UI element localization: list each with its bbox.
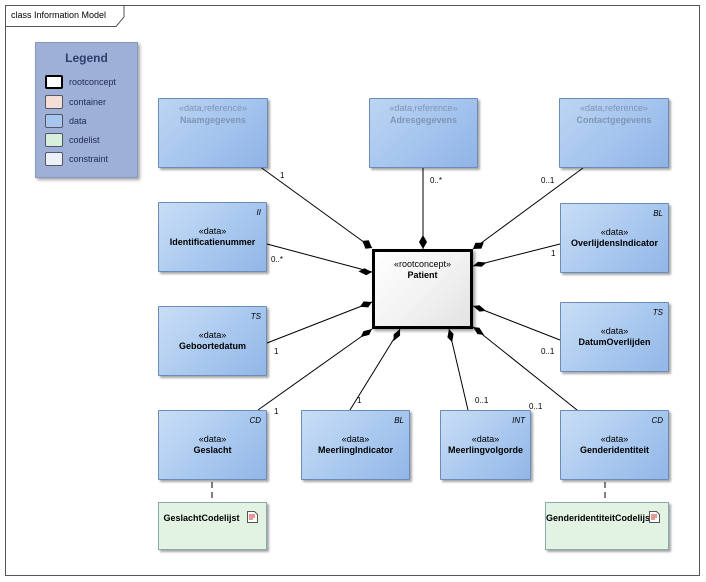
frame-title: class Information Model — [11, 10, 107, 20]
multiplicity-identificatienummer: 0..* — [271, 255, 284, 264]
class-adresgegevens[interactable]: «data,reference» Adresgegevens — [369, 98, 478, 168]
class-name: MeerlingIndicator — [317, 445, 393, 455]
class-geslacht[interactable]: CD «data» Geslacht — [158, 410, 267, 480]
legend-label-data: data — [69, 116, 87, 126]
connector-contactgegevens — [472, 167, 584, 250]
multiplicity-geboortedatum: 1 — [274, 347, 279, 356]
multiplicity-genderidentiteit: 0..1 — [529, 402, 543, 411]
class-geboortedatum[interactable]: TS «data» Geboortedatum — [158, 306, 267, 376]
legend-label-codelist: codelist — [69, 135, 100, 145]
stereotype-label: «data,reference» — [389, 103, 458, 113]
datatype-label: CD — [651, 416, 663, 425]
diamond-meerlingvolgorde — [447, 329, 454, 343]
multiplicity-adresgegevens: 0..* — [430, 176, 443, 185]
legend-swatch-rootconcept — [45, 75, 63, 89]
connector-naamgegevens — [258, 165, 373, 249]
legend-swatch-data — [45, 114, 63, 128]
class-name: Adresgegevens — [389, 115, 458, 125]
datatype-label: TS — [250, 312, 261, 321]
class-overlijdensindicator[interactable]: BL «data» OverlijdensIndicator — [560, 203, 669, 273]
datatype-label: II — [256, 208, 261, 217]
diamond-geboortedatum — [359, 301, 372, 308]
multiplicity-meerlingvolgorde: 0..1 — [475, 396, 489, 405]
multiplicity-datumoverlijden: 0..1 — [541, 347, 555, 356]
multiplicity-overlijdensindicator: 1 — [551, 249, 556, 258]
document-icon — [649, 511, 660, 523]
class-name: Contactgegevens — [576, 115, 652, 125]
class-name: Genderidentiteit — [579, 445, 649, 455]
connector-geslacht — [257, 328, 373, 411]
diamond-adresgegevens — [419, 235, 427, 249]
class-name: Meerlingvolgorde — [447, 445, 523, 455]
multiplicity-contactgegevens: 0..1 — [541, 176, 555, 185]
legend-title: Legend — [65, 51, 108, 65]
multiplicity-geslacht: 1 — [274, 407, 279, 416]
class-name: DatumOverlijden — [578, 337, 651, 347]
diamond-naamgegevens — [362, 240, 372, 249]
datatype-label: BL — [394, 416, 404, 425]
legend-label-container: container — [69, 97, 107, 107]
frame-tab — [5, 5, 125, 27]
diamond-meerlingindicator — [393, 329, 401, 341]
diamond-overlijdensindicator — [473, 261, 487, 267]
connector-geboortedatum — [266, 301, 373, 344]
codelist-geslacht[interactable]: GeslachtCodelijst — [158, 502, 267, 550]
class-name: Identificatienummer — [169, 237, 256, 247]
diamond-geslacht — [360, 329, 372, 338]
stereotype-label: «rootconcept» — [393, 259, 452, 269]
stereotype-label: «data» — [600, 326, 629, 336]
datatype-label: BL — [653, 209, 663, 218]
diamond-datumoverlijden — [473, 305, 486, 312]
multiplicity-meerlingindicator: 1 — [357, 396, 362, 405]
stereotype-label: «data,reference» — [178, 103, 248, 113]
stereotype-label: «data» — [471, 434, 500, 444]
class-name: OverlijdensIndicator — [570, 238, 659, 248]
multiplicity-naamgegevens: 1 — [280, 171, 285, 180]
class-datumoverlijden[interactable]: TS «data» DatumOverlijden — [560, 302, 669, 372]
stereotype-label: «data,reference» — [579, 103, 649, 113]
stereotype-label: «data» — [600, 227, 629, 237]
codelist-genderidentiteit[interactable]: GenderidentiteitCodelijst — [545, 502, 669, 550]
class-naamgegevens[interactable]: «data,reference» Naamgegevens — [158, 98, 268, 168]
stereotype-label: «data» — [198, 330, 227, 340]
class-name: Patient — [407, 270, 438, 280]
datatype-label: INT — [512, 416, 525, 425]
stereotype-label: «data» — [600, 434, 629, 444]
class-meerlingindicator[interactable]: BL «data» MeerlingIndicator — [301, 410, 410, 480]
legend-label-rootconcept: rootconcept — [69, 77, 117, 87]
document-icon — [247, 511, 258, 523]
legend-swatch-container — [45, 95, 63, 109]
class-identificatienummer[interactable]: II «data» Identificatienummer — [158, 202, 267, 272]
class-patient[interactable]: «rootconcept» Patient — [372, 249, 473, 329]
connector-overlijdensindicator — [472, 243, 561, 267]
connector-meerlingvolgorde — [448, 328, 469, 411]
diamond-contactgegevens — [473, 242, 484, 249]
codelist-name: GeslachtCodelijst — [163, 513, 240, 523]
datatype-label: TS — [652, 308, 663, 317]
stereotype-label: «data» — [198, 434, 227, 444]
legend-label-constraint: constraint — [69, 154, 109, 164]
legend-swatch-constraint — [45, 152, 63, 166]
stereotype-label: «data» — [341, 434, 370, 444]
connector-meerlingindicator — [349, 328, 401, 411]
legend-swatch-codelist — [45, 133, 63, 147]
connector-datumoverlijden — [472, 305, 561, 341]
class-name: Naamgegevens — [179, 115, 247, 125]
connector-identificatienummer — [266, 243, 373, 273]
connector-genderidentiteit — [472, 326, 578, 411]
class-name: Geslacht — [193, 445, 232, 455]
stereotype-label: «data» — [198, 226, 227, 236]
datatype-label: CD — [249, 416, 261, 425]
class-genderidentiteit[interactable]: CD «data» Genderidentiteit — [560, 410, 669, 480]
class-meerlingvolgorde[interactable]: INT «data» Meerlingvolgorde — [440, 410, 531, 480]
class-contactgegevens[interactable]: «data,reference» Contactgegevens — [559, 98, 669, 168]
codelist-name: GenderidentiteitCodelijst — [546, 513, 654, 523]
diagram-frame — [5, 5, 700, 576]
diamond-identificatienummer — [358, 268, 372, 276]
class-name: Geboortedatum — [178, 341, 246, 351]
diamond-genderidentiteit — [473, 327, 484, 335]
legend: Legend rootconcept container data codeli… — [35, 42, 138, 178]
